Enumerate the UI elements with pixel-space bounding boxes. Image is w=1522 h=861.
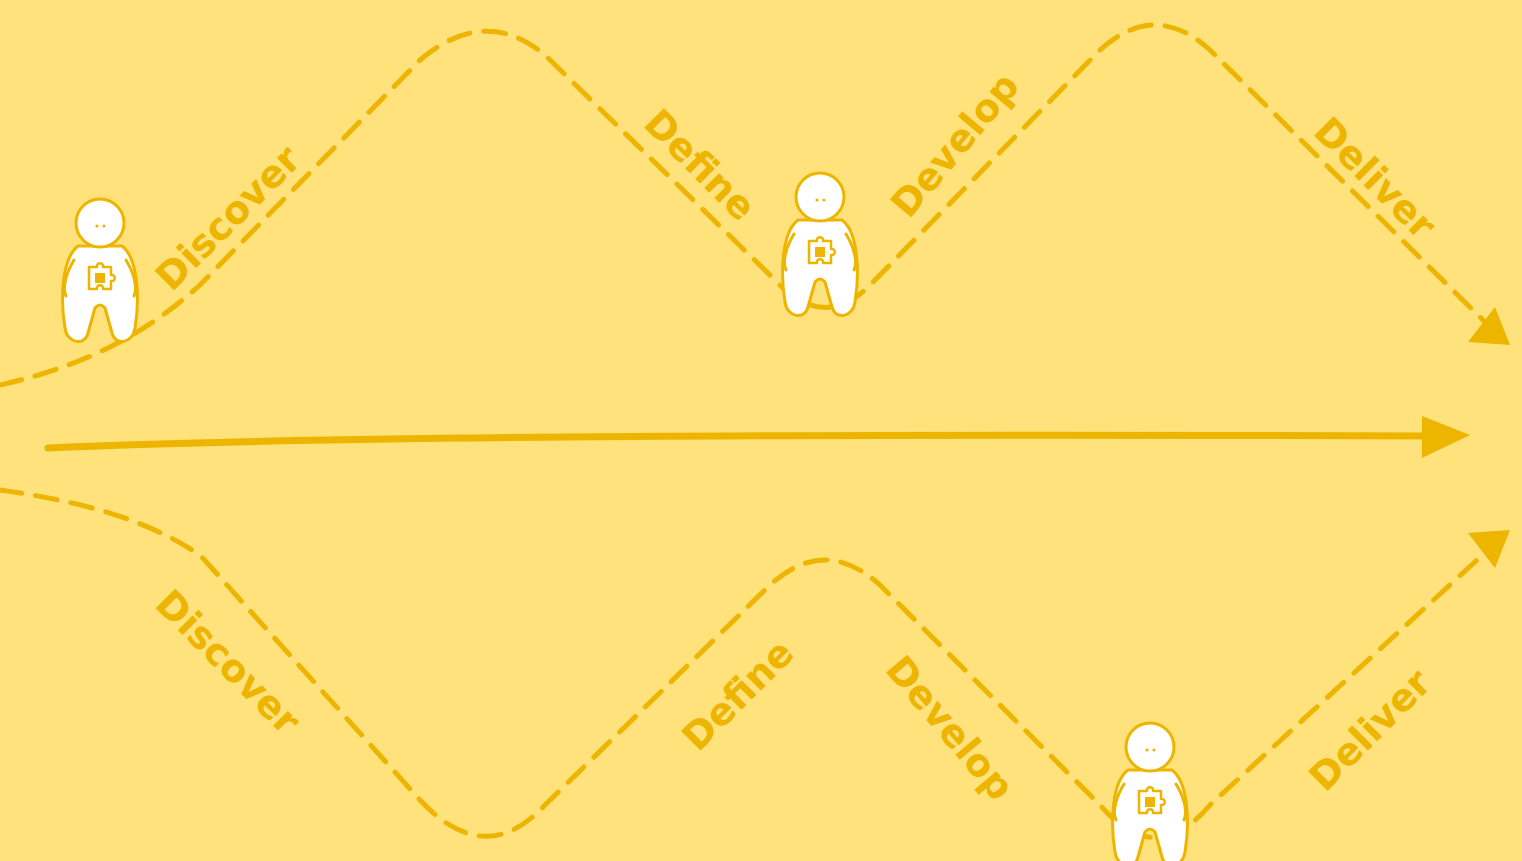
person-figure [1113, 723, 1188, 861]
phase-label: Discover [149, 583, 307, 741]
person-figure [783, 173, 858, 316]
central-arrow [48, 435, 1430, 448]
phase-label: Define [676, 633, 801, 758]
person-figure [63, 199, 138, 342]
phase-label: Define [638, 103, 763, 228]
central-arrowhead [1422, 416, 1470, 458]
phase-label: Develop [879, 649, 1020, 807]
phase-label: Develop [884, 66, 1025, 224]
upper-dashed-path [0, 25, 1488, 385]
phase-label: Discover [149, 139, 307, 297]
phase-label: Deliver [1308, 111, 1443, 246]
lower-arrowhead [1468, 530, 1510, 568]
lower-dashed-path [0, 490, 1488, 838]
phase-label: Deliver [1303, 663, 1438, 798]
upper-arrowhead [1468, 307, 1510, 345]
